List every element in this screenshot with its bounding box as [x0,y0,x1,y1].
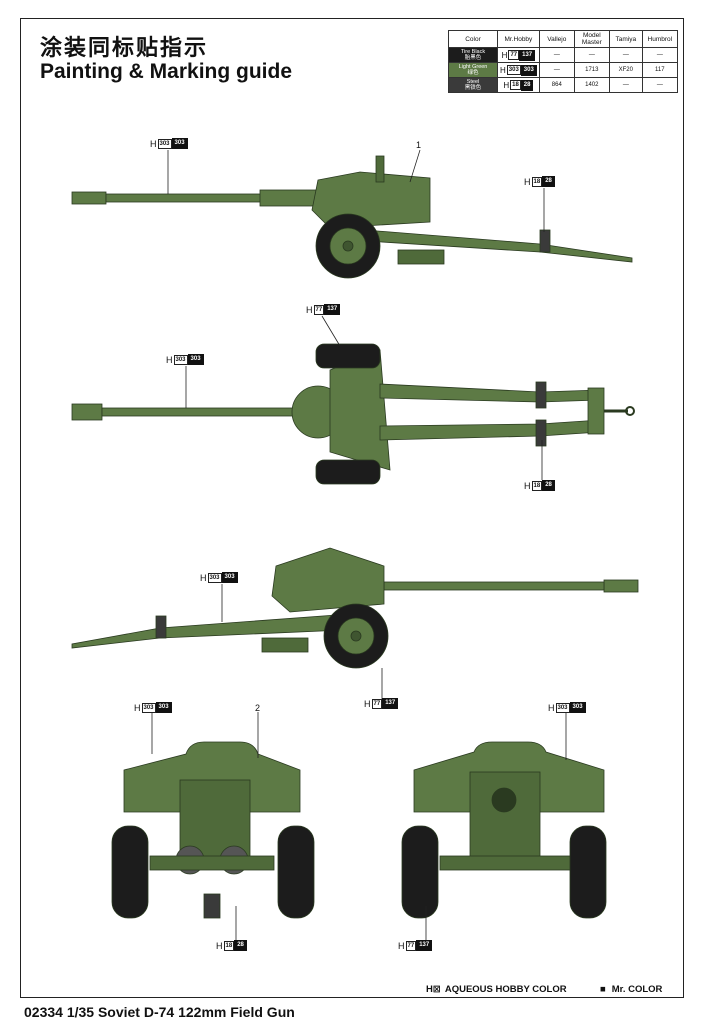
humbrol-code: — [641,77,678,93]
color-name-en: Light Green [458,64,488,70]
kit-title-footer: 02334 1/35 Soviet D-74 122mm Field Gun [24,1004,295,1020]
axle-box [397,249,445,265]
legend-mr-color: ■ Mr. COLOR [600,984,662,995]
swatch-steel: Steel 黑铁色 [448,77,498,93]
gun-shield [311,171,431,229]
color-table-header: Color Mr.Hobby Vallejo Model Master Tami… [448,30,678,48]
mr-color-symbol: ■ [600,984,606,995]
header-humbrol: Humbrol [641,30,678,48]
gun-shield [271,547,385,613]
barrel [383,581,605,591]
color-name-en: Steel [466,79,480,85]
legend-aqueous: H⊠ AQUEOUS HOBBY COLOR [426,984,567,995]
spade-steel [155,615,167,639]
axle-box [261,637,309,653]
rear-view [401,741,607,919]
wheel-tire [277,825,315,919]
marker-2: 2 [255,703,261,713]
side-view-right [71,547,639,669]
muzzle-brake [71,403,103,421]
title-chinese: 涂装同标贴指示 [40,36,209,61]
wheel-tire [111,825,149,919]
sight [375,155,385,183]
axle [439,855,577,871]
marker-1: 1 [416,140,422,150]
color-name-cn: 黑铁色 [464,85,482,91]
breech-area [469,771,541,861]
wheel-tire [569,825,607,919]
trail-left [379,383,601,403]
trail-right [379,419,601,441]
color-name-en: Tire Black [460,49,486,55]
wheel-tire [315,459,381,485]
page-frame [20,18,684,998]
wheel-tire [401,825,439,919]
wheel-tire [315,343,381,369]
spade-steel [203,893,221,919]
color-name-cn: 胎黑色 [464,55,482,61]
barrel [101,407,303,417]
front-view [111,741,315,919]
spade-steel [535,419,547,447]
top-view [71,343,635,485]
trail [339,227,633,263]
mr-color-label: Mr. COLOR [611,984,663,995]
muzzle [491,787,517,813]
aqueous-label: AQUEOUS HOBBY COLOR [444,984,567,995]
title-english: Painting & Marking guide [40,60,293,83]
muzzle-brake [603,579,639,593]
header-model-master: Model Master [573,30,610,48]
side-view-left [71,155,633,279]
spade-steel [535,381,547,409]
barrel-sleeve [259,189,321,207]
color-name-cn: 绿色 [467,70,479,76]
aqueous-symbol: H⊠ [426,984,441,995]
color-reference-table: Color Mr.Hobby Vallejo Model Master Tami… [448,30,678,93]
muzzle-brake [71,191,107,205]
trail-end [587,387,605,435]
spade-steel [539,229,551,253]
axle [149,855,275,871]
